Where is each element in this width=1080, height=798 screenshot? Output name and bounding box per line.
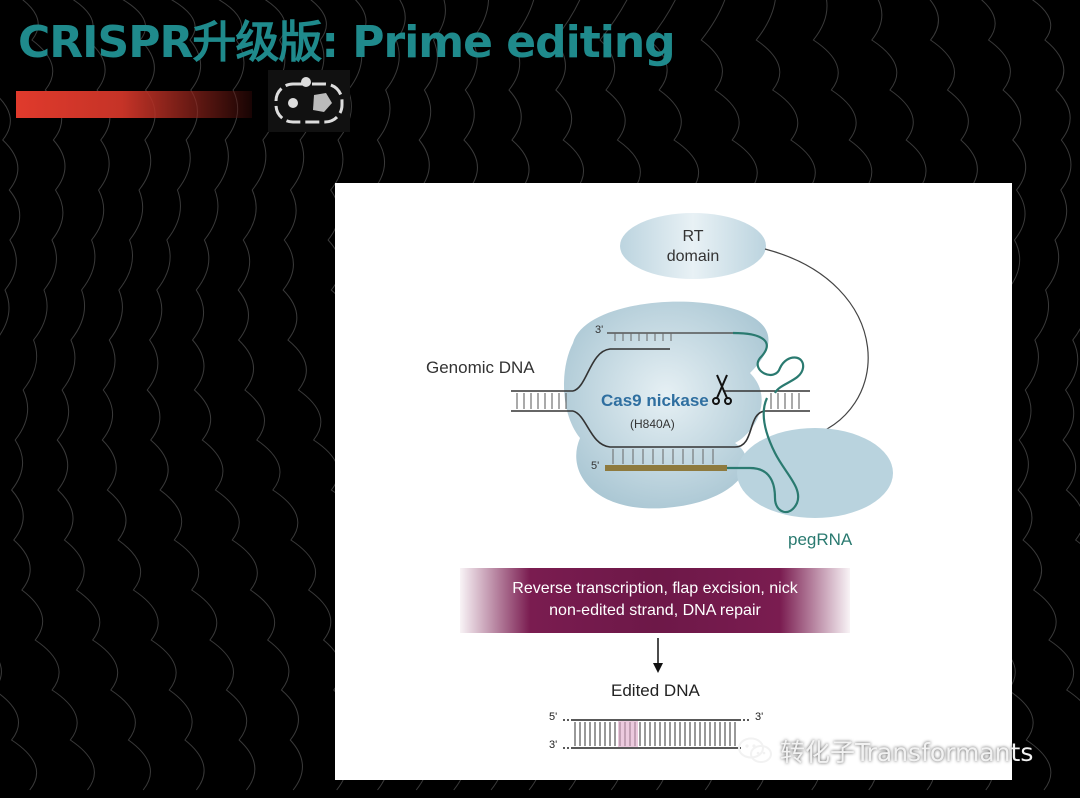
slide-title: CRISPR升级版: Prime editing <box>18 17 676 68</box>
process-banner: Reverse transcription, flap excision, ni… <box>460 568 850 633</box>
background-line <box>191 0 303 791</box>
background-line <box>146 0 256 791</box>
edited-dna-label: Edited DNA <box>611 681 700 700</box>
wechat-icon <box>738 737 772 763</box>
background-line <box>1017 0 1080 702</box>
top-strand-3prime-label: 3' <box>595 324 604 336</box>
background-line <box>10 0 95 791</box>
rt-domain-label-line2: domain <box>666 248 720 265</box>
h840a-label: (H840A) <box>630 417 675 431</box>
background-line <box>1062 328 1080 545</box>
linker-line <box>764 248 869 439</box>
watermark-text: 转化子Transformants <box>780 738 1034 767</box>
edited-dna <box>563 719 751 749</box>
pegrna-label: pegRNA <box>788 530 853 549</box>
title-accent-bar <box>16 91 252 118</box>
pegrna-lobe-shape <box>737 428 893 518</box>
rt-domain-label: RT domain <box>653 227 733 267</box>
process-text-line2: non-edited strand, DNA repair <box>549 602 761 619</box>
background-line <box>56 0 151 791</box>
genomic-dna <box>511 348 810 448</box>
edited-3prime-top-label: 3' <box>755 711 764 723</box>
background-line <box>0 97 38 791</box>
logo <box>268 70 350 132</box>
prime-editing-figure: RT domain Genomic DNA Cas9 nickase (H840… <box>335 183 1012 780</box>
cas9-nickase-label: Cas9 nickase <box>601 391 709 410</box>
edited-3prime-bottom-label: 3' <box>549 739 558 751</box>
watermark: 转化子Transformants <box>738 734 1033 768</box>
scissors-icon <box>712 374 732 405</box>
background-line <box>101 0 205 791</box>
process-text-line1: Reverse transcription, flap excision, ni… <box>512 580 798 597</box>
genomic-dna-label: Genomic DNA <box>426 358 535 377</box>
pegrna-strand <box>727 331 805 514</box>
bottom-strand-5prime-label: 5' <box>591 460 600 472</box>
edited-5prime-label: 5' <box>549 711 558 723</box>
cas9-nickase-shape <box>563 301 769 509</box>
rt-domain-shape <box>620 213 766 279</box>
rt-domain-label-line1: RT <box>682 228 704 245</box>
